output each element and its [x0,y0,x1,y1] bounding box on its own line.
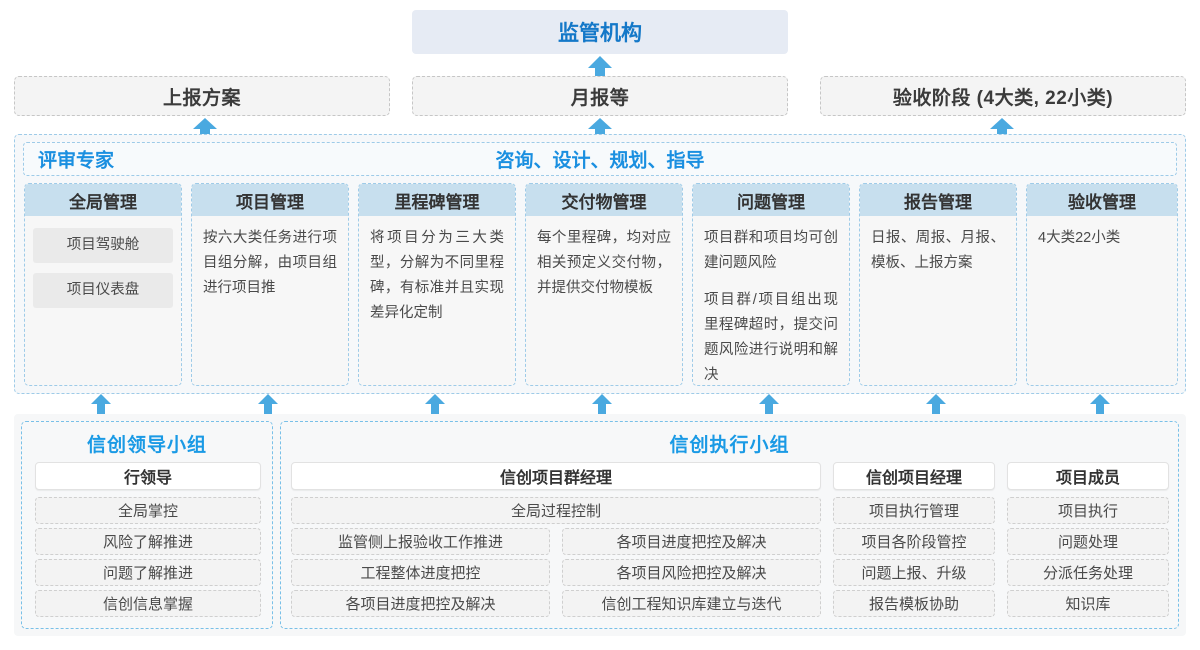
list-item[interactable]: 监管侧上报验收工作推进 [291,528,550,555]
card-paragraph: 按六大类任务进行项目组分解，由项目组进行项目推 [203,230,337,296]
list-item[interactable]: 信创工程知识库建立与迭代 [562,590,821,617]
list-item[interactable]: 项目各阶段管控 [833,528,995,555]
card-title: 问题管理 [693,184,849,216]
card-paragraph: 4大类22小类 [1038,230,1121,246]
group-execution: 信创执行小组 信创项目群经理 全局过程控制 监管侧上报验收工作推进 工程整体进度… [280,421,1179,629]
card-title: 验收管理 [1027,184,1177,216]
role-label: 行领导 [123,470,172,487]
band-header: 评审专家 咨询、设计、规划、指导 [23,142,1177,176]
card-title: 全局管理 [25,184,181,216]
list-item[interactable]: 各项目进度把控及解决 [291,590,550,617]
item-label: 各项目风险把控及解决 [616,565,767,582]
card-title: 项目管理 [192,184,348,216]
list-item[interactable]: 项目执行管理 [833,497,995,524]
card-deliverable-management[interactable]: 交付物管理 每个里程碑，均对应相关预定义交付物，并提供交付物模板 [525,183,683,386]
item-label: 各项目进度把控及解决 [616,534,767,551]
band-left-title: 评审专家 [38,150,115,172]
list-item[interactable]: 报告模板协助 [833,590,995,617]
item-label: 知识库 [1065,596,1111,613]
card-body: 日报、周报、月报、模板、上报方案 [860,216,1016,284]
group-leadership: 信创领导小组 行领导 全局掌控 风险了解推进 问题了解推进 信创信息掌握 [21,421,273,629]
service-band: 评审专家 咨询、设计、规划、指导 全局管理 项目驾驶舱 项目仪表盘 项目管理 按… [14,134,1186,394]
role-bank-leader[interactable]: 行领导 [35,462,261,490]
card-milestone-management[interactable]: 里程碑管理 将项目分为三大类型，分解为不同里程碑，有标准并且实现差异化定制 [358,183,516,386]
item-label: 问题上报、升级 [861,565,967,582]
list-item[interactable]: 知识库 [1007,590,1169,617]
role-label: 信创项目经理 [865,470,962,487]
card-body: 按六大类任务进行项目组分解，由项目组进行项目推 [192,216,348,309]
channel-label: 验收阶段 (4大类, 22小类) [892,87,1114,109]
channel-label: 月报等 [570,87,630,109]
channel-box-acceptance-stage: 验收阶段 (4大类, 22小类) [820,76,1186,116]
card-global-management[interactable]: 全局管理 项目驾驶舱 项目仪表盘 [24,183,182,386]
card-project-management[interactable]: 项目管理 按六大类任务进行项目组分解，由项目组进行项目推 [191,183,349,386]
band-center-title: 咨询、设计、规划、指导 [495,150,705,172]
regulator-box: 监管机构 [412,10,788,54]
card-paragraph: 项目群/项目组出现里程碑超时，提交问题风险进行说明和解决 [704,292,838,383]
role-project-manager[interactable]: 信创项目经理 [833,462,995,490]
item-label: 问题了解推进 [102,565,193,582]
item-label: 信创工程知识库建立与迭代 [601,596,782,613]
card-pill[interactable]: 项目驾驶舱 [33,228,173,263]
card-pill[interactable]: 项目仪表盘 [33,273,173,308]
list-item[interactable]: 工程整体进度把控 [291,559,550,586]
card-issue-management[interactable]: 问题管理 项目群和项目均可创建问题风险 项目群/项目组出现里程碑超时，提交问题风… [692,183,850,386]
item-label: 项目执行管理 [868,503,959,520]
role-project-member[interactable]: 项目成员 [1007,462,1169,490]
card-paragraph: 每个里程碑，均对应相关预定义交付物，并提供交付物模板 [537,230,671,296]
card-body: 4大类22小类 [1027,216,1177,259]
list-item[interactable]: 项目执行 [1007,497,1169,524]
group-title: 信创执行小组 [669,435,790,456]
item-label: 全局过程控制 [510,503,601,520]
card-body: 每个里程碑，均对应相关预定义交付物，并提供交付物模板 [526,216,682,309]
list-item[interactable]: 各项目风险把控及解决 [562,559,821,586]
card-paragraph: 将项目分为三大类型，分解为不同里程碑，有标准并且实现差异化定制 [370,230,504,321]
role-label: 信创项目群经理 [499,470,612,487]
list-item[interactable]: 分派任务处理 [1007,559,1169,586]
item-label: 报告模板协助 [868,596,959,613]
card-body: 将项目分为三大类型，分解为不同里程碑，有标准并且实现差异化定制 [359,216,515,334]
list-item[interactable]: 全局掌控 [35,497,261,524]
item-label: 各项目进度把控及解决 [345,596,496,613]
card-title: 报告管理 [860,184,1016,216]
group-title: 信创领导小组 [86,435,207,456]
card-paragraph: 日报、周报、月报、模板、上报方案 [871,230,1005,271]
card-report-management[interactable]: 报告管理 日报、周报、月报、模板、上报方案 [859,183,1017,386]
channel-box-report-plan: 上报方案 [14,76,390,116]
role-label: 项目成员 [1055,470,1120,487]
list-item[interactable]: 问题处理 [1007,528,1169,555]
role-program-manager[interactable]: 信创项目群经理 [291,462,821,490]
card-paragraph: 项目群和项目均可创建问题风险 [704,230,838,271]
card-body: 项目驾驶舱 项目仪表盘 [25,216,181,308]
item-label: 项目执行 [1057,503,1118,520]
item-label: 项目各阶段管控 [861,534,967,551]
item-label: 风险了解推进 [102,534,193,551]
item-label: 全局掌控 [117,503,178,520]
list-item[interactable]: 信创信息掌握 [35,590,261,617]
item-label: 分派任务处理 [1042,565,1133,582]
list-item[interactable]: 各项目进度把控及解决 [562,528,821,555]
item-label: 工程整体进度把控 [360,565,481,582]
card-title: 交付物管理 [526,184,682,216]
card-acceptance-management[interactable]: 验收管理 4大类22小类 [1026,183,1178,386]
list-item[interactable]: 全局过程控制 [291,497,821,524]
item-label: 问题处理 [1057,534,1118,551]
org-section: 信创领导小组 行领导 全局掌控 风险了解推进 问题了解推进 信创信息掌握 信创执… [14,414,1186,636]
card-title: 里程碑管理 [359,184,515,216]
list-item[interactable]: 风险了解推进 [35,528,261,555]
regulator-label: 监管机构 [558,22,642,45]
list-item[interactable]: 问题了解推进 [35,559,261,586]
item-label: 信创信息掌握 [102,596,193,613]
card-body: 项目群和项目均可创建问题风险 项目群/项目组出现里程碑超时，提交问题风险进行说明… [693,216,849,385]
channel-box-monthly-report: 月报等 [412,76,788,116]
list-item[interactable]: 问题上报、升级 [833,559,995,586]
item-label: 监管侧上报验收工作推进 [337,534,503,551]
channel-label: 上报方案 [162,87,241,109]
